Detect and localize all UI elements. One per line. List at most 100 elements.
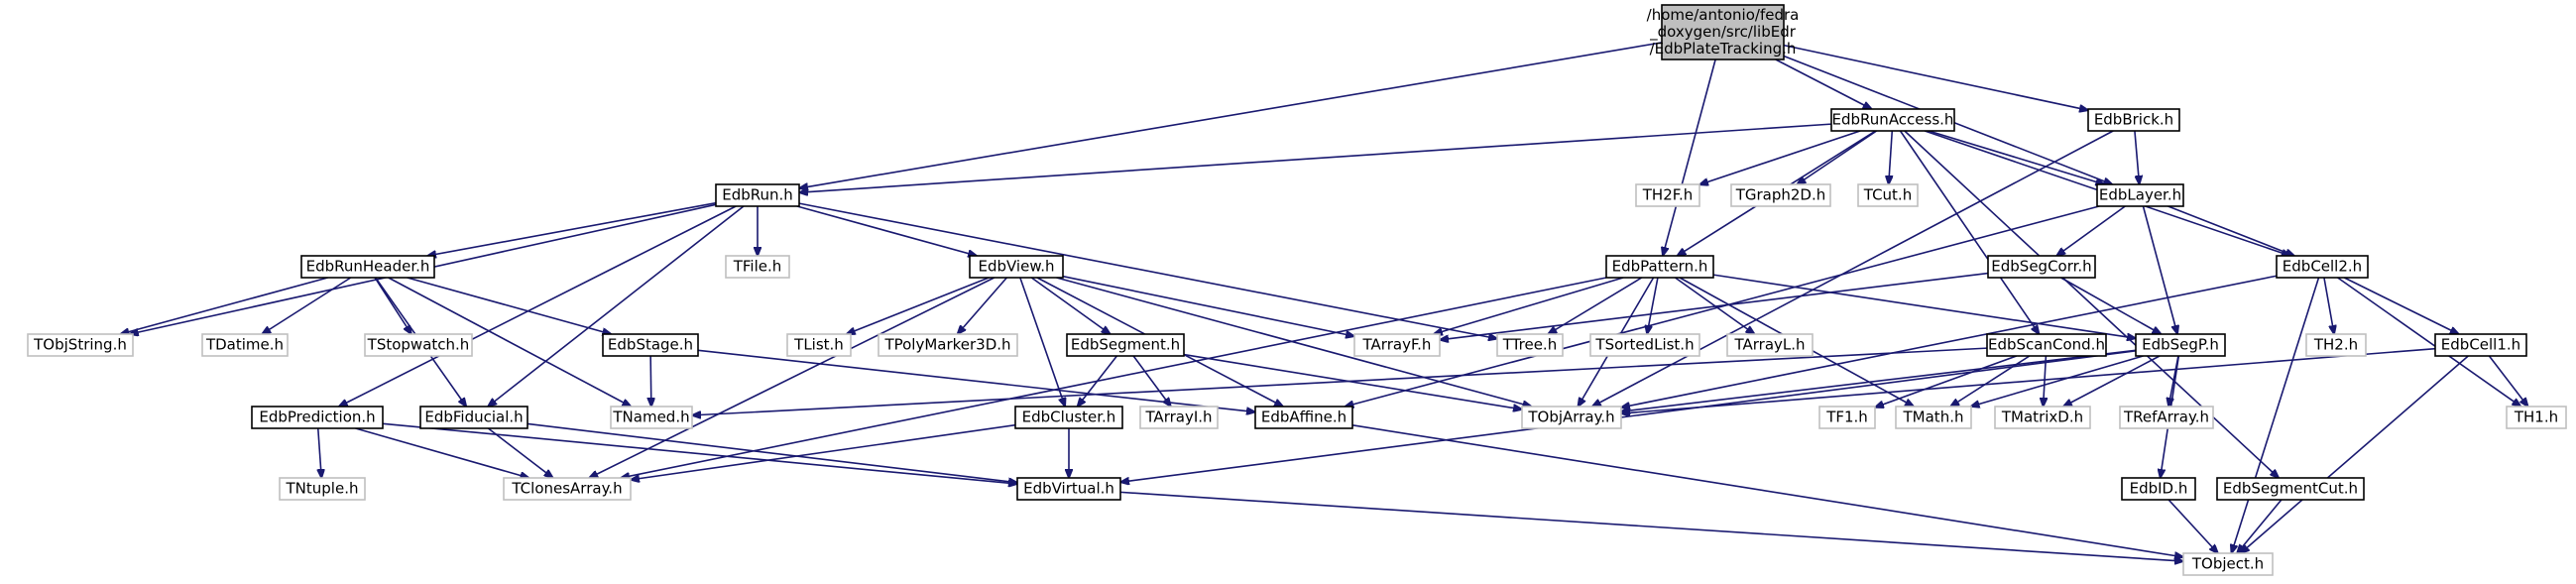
edge-line bbox=[697, 349, 1255, 411]
edge-edb-pattern-to-tclones-array bbox=[621, 277, 1607, 478]
node-th1: TH1.h bbox=[2506, 406, 2567, 429]
node-edb-stage[interactable]: EdbStage.h bbox=[602, 333, 699, 357]
node-tstopwatch: TStopwatch.h bbox=[364, 333, 473, 357]
node-edb-layer[interactable]: EdbLayer.h bbox=[2096, 183, 2184, 207]
edge-edb-cell2-to-th1 bbox=[2337, 277, 2521, 407]
node-edb-prediction[interactable]: EdbPrediction.h bbox=[251, 406, 384, 429]
edge-line bbox=[796, 205, 977, 256]
edge-edb-brick-to-tobj-array bbox=[1592, 130, 2114, 407]
edge-main-to-edb-run-access bbox=[1775, 58, 1872, 109]
node-edb-view[interactable]: EdbView.h bbox=[969, 255, 1064, 279]
edge-edb-id-to-tobject bbox=[2167, 499, 2218, 553]
node-label: TH2F.h bbox=[1642, 186, 1693, 204]
node-box bbox=[969, 255, 1064, 279]
edge-edb-stage-to-tnamed bbox=[650, 355, 651, 407]
node-edb-seg-corr[interactable]: EdbSegCorr.h bbox=[1987, 255, 2096, 279]
edge-line bbox=[1875, 355, 2017, 408]
node-label: EdbVirtual.h bbox=[1023, 480, 1114, 498]
node-edb-scan-cond[interactable]: EdbScanCond.h bbox=[1986, 333, 2107, 357]
node-label: TDatime.h bbox=[205, 336, 284, 354]
edge-edb-virtual-to-tobject bbox=[1119, 491, 2183, 561]
node-box bbox=[2087, 108, 2180, 132]
edge-edb-run-access-to-tgraph2-d bbox=[1797, 130, 1878, 184]
edge-line bbox=[1663, 58, 1716, 256]
node-edb-run-access[interactable]: EdbRunAccess.h bbox=[1830, 108, 1955, 132]
edge-line bbox=[589, 277, 995, 478]
node-edb-segment[interactable]: EdbSegment.h bbox=[1066, 333, 1185, 357]
node-edb-seg-p[interactable]: EdbSegP.h bbox=[2135, 333, 2226, 357]
edge-line bbox=[1899, 130, 2040, 334]
edge-line bbox=[318, 427, 321, 478]
edge-line bbox=[2237, 499, 2283, 553]
node-edb-run[interactable]: EdbRun.h bbox=[715, 183, 800, 207]
node-label: TSortedList.h bbox=[1594, 336, 1694, 354]
edge-line bbox=[1971, 355, 2144, 407]
edge-edb-run-access-to-edb-scan-cond bbox=[1899, 130, 2040, 334]
node-tsorted-list: TSortedList.h bbox=[1589, 333, 1700, 357]
node-edb-brick[interactable]: EdbBrick.h bbox=[2087, 108, 2180, 132]
edge-edb-seg-p-to-tmath bbox=[1971, 355, 2144, 407]
edge-edb-cell2-to-edb-cell1 bbox=[2343, 277, 2458, 334]
node-edb-run-header[interactable]: EdbRunHeader.h bbox=[300, 255, 435, 279]
node-edb-segment-cut[interactable]: EdbSegmentCut.h bbox=[2216, 477, 2365, 501]
node-box bbox=[2096, 183, 2184, 207]
edge-edb-run-header-to-tstopwatch bbox=[374, 277, 411, 334]
node-edb-cell2[interactable]: EdbCell2.h bbox=[2276, 255, 2369, 279]
node-label: EdbSegmentCut.h bbox=[2223, 480, 2358, 498]
node-label: TObjString.h bbox=[33, 336, 127, 354]
edge-edb-run-header-to-tdatime bbox=[262, 277, 352, 334]
edge-edb-segment-to-tarray-i bbox=[1132, 355, 1171, 407]
node-label: TTree.h bbox=[1502, 336, 1557, 354]
node-edb-pattern[interactable]: EdbPattern.h bbox=[1605, 255, 1714, 279]
edge-line bbox=[1030, 277, 1110, 334]
edge-line bbox=[1019, 277, 1065, 407]
edge-line bbox=[1345, 205, 2100, 407]
node-tcut: TCut.h bbox=[1857, 183, 1919, 207]
node-edb-affine[interactable]: EdbAffine.h bbox=[1254, 406, 1353, 429]
edge-line bbox=[2323, 277, 2334, 334]
edge-edb-pattern-to-tsorted-list bbox=[1647, 277, 1659, 334]
edge-edb-run-access-to-edb-segment-cut bbox=[1904, 130, 2279, 478]
node-label: TMath.h bbox=[1903, 409, 1964, 426]
edge-edb-view-to-edb-segment bbox=[1030, 277, 1110, 334]
edge-line bbox=[1078, 355, 1118, 407]
edge-edb-prediction-to-tntuple bbox=[318, 427, 321, 478]
node-label: EdbSegCorr.h bbox=[1991, 258, 2091, 276]
node-label: TH1.h bbox=[2514, 409, 2558, 426]
node-box bbox=[1726, 333, 1814, 357]
node-box bbox=[715, 183, 800, 207]
edge-edb-view-to-tclones-array bbox=[589, 277, 995, 478]
edge-edb-view-to-tarray-f bbox=[1062, 275, 1354, 336]
node-label: EdbFiducial.h bbox=[424, 409, 523, 426]
node-label: TArrayF.h bbox=[1362, 336, 1432, 354]
node-main[interactable]: /home/antonio/fedra_doxygen/src/libEdr/E… bbox=[1647, 4, 1800, 60]
edge-edb-cell2-to-tobj-array bbox=[1621, 275, 2278, 408]
node-label: TFile.h bbox=[733, 258, 782, 276]
node-box bbox=[2119, 406, 2214, 429]
node-edb-cluster[interactable]: EdbCluster.h bbox=[1014, 406, 1123, 429]
edge-edb-run-to-edb-prediction bbox=[339, 205, 737, 407]
node-label: TCut.h bbox=[1863, 186, 1912, 204]
edge-main-to-edb-brick bbox=[1783, 44, 2088, 111]
node-edb-virtual[interactable]: EdbVirtual.h bbox=[1016, 477, 1121, 501]
edge-line bbox=[2060, 277, 2161, 334]
node-box bbox=[1857, 183, 1919, 207]
edge-edb-cell1-to-th1 bbox=[2488, 355, 2527, 407]
node-edb-cell1[interactable]: EdbCell1.h bbox=[2434, 333, 2527, 357]
edge-line bbox=[621, 277, 1607, 478]
node-box bbox=[2305, 333, 2367, 357]
node-label: EdbSegment.h bbox=[1071, 336, 1180, 354]
node-label: TList.h bbox=[793, 336, 844, 354]
node-box bbox=[602, 333, 699, 357]
edge-line bbox=[799, 42, 1663, 188]
node-tf1: TF1.h bbox=[1818, 406, 1876, 429]
node-th2: TH2.h bbox=[2305, 333, 2367, 357]
node-box bbox=[725, 255, 790, 279]
edge-line bbox=[1647, 277, 1659, 334]
node-label: EdbLayer.h bbox=[2099, 186, 2181, 204]
edge-line bbox=[1783, 44, 2088, 111]
edge-line bbox=[798, 202, 1497, 338]
node-edb-id[interactable]: EdbID.h bbox=[2121, 477, 2196, 501]
node-edb-fiducial[interactable]: EdbFiducial.h bbox=[419, 406, 528, 429]
node-label: TObject.h bbox=[2191, 555, 2264, 573]
